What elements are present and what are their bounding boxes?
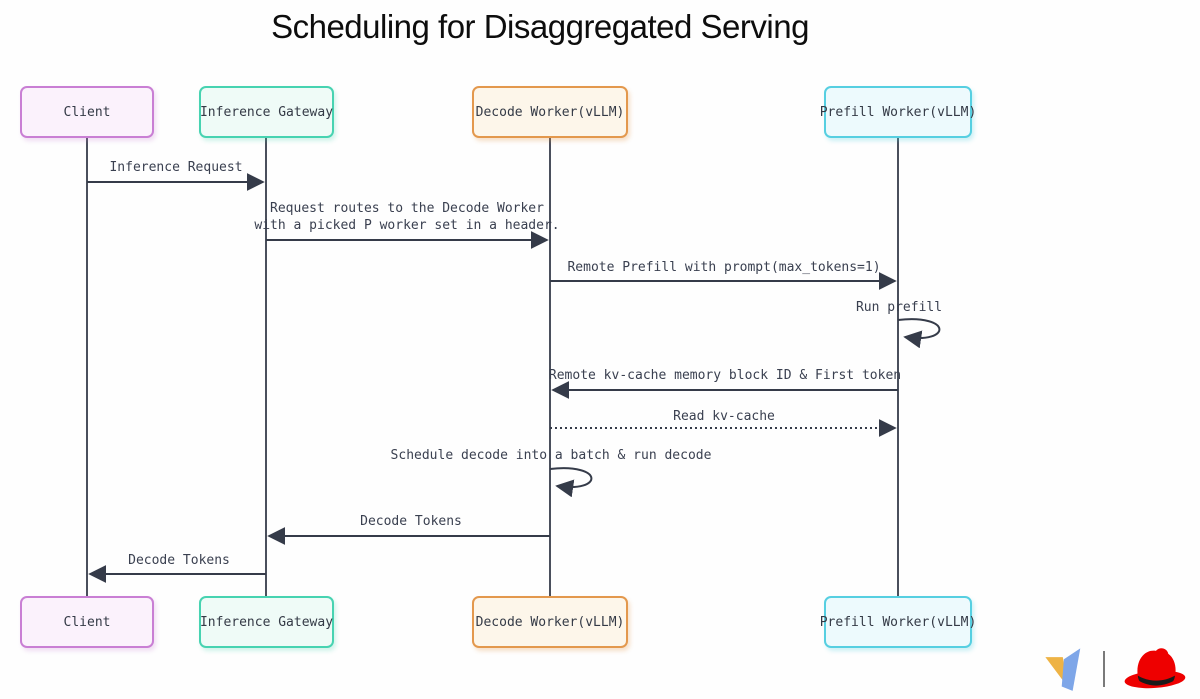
participant-gateway-bottom: Inference Gateway (199, 596, 334, 648)
participant-label: Inference Gateway (199, 614, 334, 630)
message-label-inference-request: Inference Request (109, 160, 243, 175)
self-loop-schedule-decode (549, 467, 593, 498)
message-label-remote-prefill: Remote Prefill with prompt(max_tokens=1) (567, 260, 881, 275)
participant-decode-top: Decode Worker(vLLM) (472, 86, 628, 138)
participant-label: Decode Worker(vLLM) (475, 104, 625, 120)
message-label-line2: with a picked P worker set in a header. (254, 218, 560, 233)
participant-label: Prefill Worker(vLLM) (819, 614, 977, 630)
participant-prefill-bottom: Prefill Worker(vLLM) (820, 596, 976, 648)
message-label-run-prefill: Run prefill (855, 300, 943, 315)
vllm-logo (1045, 648, 1081, 691)
message-label-line1: Request routes to the Decode Worker (270, 201, 544, 216)
self-loop-run-prefill (897, 318, 941, 349)
participant-label: Client (63, 104, 111, 120)
fedora-band (1137, 675, 1175, 686)
logo-divider (1103, 651, 1105, 687)
participant-client-top: Client (20, 86, 154, 138)
message-label-decode-tokens-1: Decode Tokens (360, 514, 462, 529)
participant-label: Prefill Worker(vLLM) (819, 104, 977, 120)
message-label-decode-tokens-2: Decode Tokens (128, 553, 230, 568)
participant-label: Decode Worker(vLLM) (475, 614, 625, 630)
message-label-schedule-decode: Schedule decode into a batch & run decod… (390, 448, 712, 463)
participant-decode-bottom: Decode Worker(vLLM) (472, 596, 628, 648)
page-title: Scheduling for Disaggregated Serving (271, 8, 809, 45)
participant-label: Client (63, 614, 111, 630)
message-label-read-kv-cache: Read kv-cache (673, 409, 775, 424)
message-label-request-routes: Request routes to the Decode Worker with… (254, 200, 559, 234)
fedora-crown (1137, 648, 1176, 682)
redhat-fedora-logo (1124, 648, 1186, 689)
message-label-kv-cache-block-id: Remote kv-cache memory block ID & First … (548, 368, 902, 383)
vllm-logo-blue-stroke (1061, 648, 1081, 691)
participant-gateway-top: Inference Gateway (199, 86, 334, 138)
participant-client-bottom: Client (20, 596, 154, 648)
participant-label: Inference Gateway (199, 104, 334, 120)
participant-prefill-top: Prefill Worker(vLLM) (820, 86, 976, 138)
